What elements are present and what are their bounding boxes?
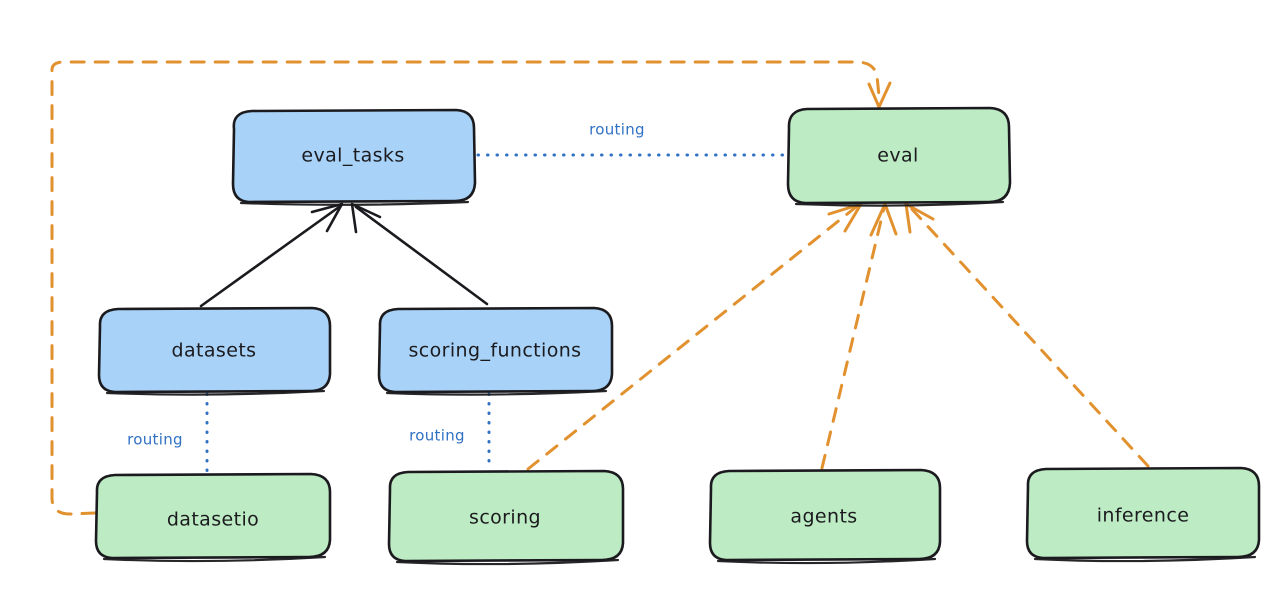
node-label-eval_tasks: eval_tasks [301,145,404,167]
node-agents[interactable]: agents [708,468,942,565]
edge-agents-to-eval [820,202,898,470]
node-inference[interactable]: inference [1025,466,1261,563]
edge-datasets-to-eval_tasks [199,202,344,308]
node-label-scoring_functions: scoring_functions [409,340,582,362]
node-label-agents: agents [790,506,857,528]
node-label-datasetio: datasetio [167,509,259,531]
edge-datasets-to-datasetio: routing [127,392,209,474]
edge-label-routing-eval_tasks: routing [589,121,645,139]
edge-scoring-to-eval [526,202,863,471]
edge-datasetio-to-eval [50,60,892,516]
node-scoring_functions[interactable]: scoring_functions [377,306,614,396]
node-scoring[interactable]: scoring [387,469,625,566]
edge-scoring_functions-to-scoring: routing [409,392,491,472]
node-label-datasets: datasets [172,340,257,362]
node-label-scoring: scoring [469,507,541,529]
edge-scoring_functions-to-eval_tasks [350,202,489,306]
node-datasets[interactable]: datasets [97,306,332,396]
edge-label-routing-scoring_functions: routing [409,427,465,445]
edge-inference-to-eval [904,202,1150,468]
edge-label-routing-datasets: routing [127,431,183,449]
node-eval[interactable]: eval [786,106,1012,207]
node-label-inference: inference [1097,505,1190,527]
edge-eval_tasks-to-eval: routing [476,121,785,157]
node-datasetio[interactable]: datasetio [94,472,332,563]
node-label-eval: eval [877,145,918,167]
node-eval_tasks[interactable]: eval_tasks [231,108,477,206]
